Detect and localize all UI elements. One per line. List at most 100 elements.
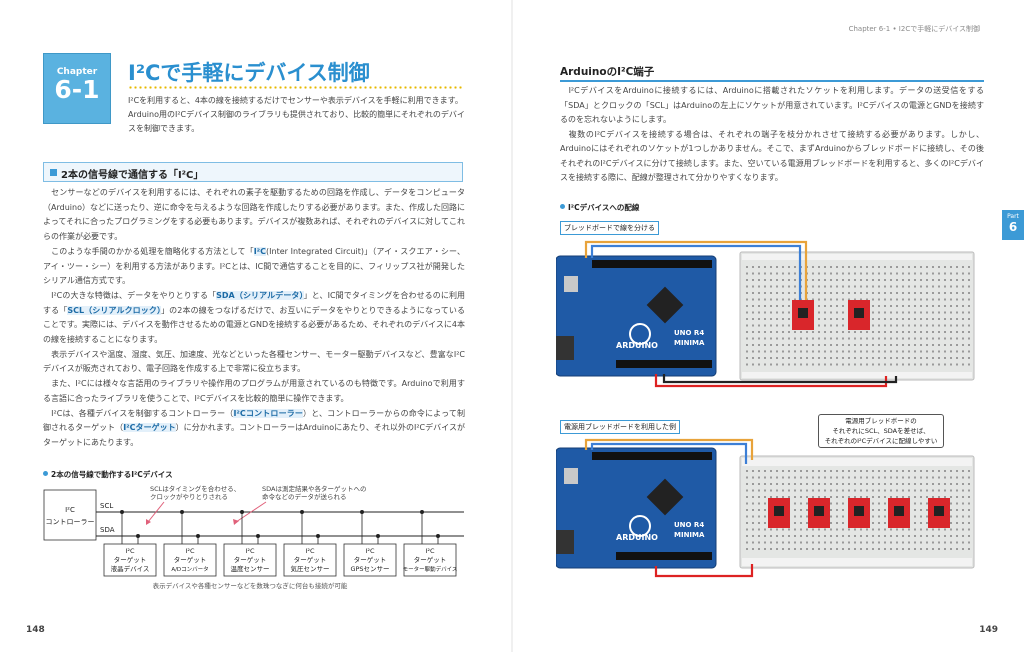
breadboard-hole	[746, 483, 748, 485]
breadboard-hole	[752, 496, 754, 498]
breadboard-hole	[884, 528, 886, 531]
breadboard-hole	[782, 489, 784, 492]
breadboard-hole	[938, 541, 940, 544]
breadboard-hole	[950, 305, 952, 307]
breadboard-hole	[758, 279, 760, 281]
breadboard-hole	[836, 541, 838, 544]
breadboard-hole	[896, 285, 898, 288]
breadboard-hole	[770, 337, 772, 340]
breadboard-hole	[950, 350, 952, 353]
breadboard-hole	[812, 272, 814, 275]
arrow-head-icon	[146, 519, 151, 525]
breadboard-hole	[860, 496, 862, 498]
breadboard-hole	[854, 470, 856, 472]
breadboard-hole	[920, 483, 922, 485]
breadboard-hole	[782, 528, 784, 531]
breadboard-hole	[920, 522, 922, 524]
breadboard-hole	[926, 470, 928, 472]
target-label: 気圧センサー	[291, 564, 330, 573]
breadboard-hole	[830, 318, 832, 320]
breadboard-hole	[950, 266, 952, 268]
breadboard-hole	[848, 285, 850, 288]
breadboard-hole	[758, 311, 760, 314]
breadboard-hole	[962, 476, 964, 479]
breadboard-hole	[854, 476, 856, 479]
breadboard-hole	[824, 324, 826, 327]
board-brand: ARDUINO	[616, 341, 658, 350]
breadboard-hole	[926, 483, 928, 485]
breadboard-hole	[758, 350, 760, 353]
breadboard-hole	[842, 509, 844, 511]
breadboard-hole	[896, 305, 898, 307]
breadboard-hole	[950, 279, 952, 281]
power-jack	[556, 336, 574, 360]
breadboard-hole	[956, 496, 958, 498]
breadboard-hole	[776, 350, 778, 353]
breadboard-hole	[842, 483, 844, 485]
breadboard-hole	[818, 318, 820, 320]
sda-label: SDA	[100, 526, 115, 534]
breadboard-hole	[914, 470, 916, 472]
breadboard-hole	[896, 298, 898, 301]
breadboard-hole	[800, 350, 802, 353]
breadboard-hole	[926, 318, 928, 320]
breadboard-hole	[746, 298, 748, 301]
breadboard-hole	[788, 331, 790, 333]
breadboard-hole	[944, 528, 946, 531]
breadboard-hole	[800, 344, 802, 346]
breadboard-hole	[932, 363, 934, 366]
breadboard-hole	[824, 535, 826, 537]
breadboard-hole	[776, 528, 778, 531]
breadboard-hole	[932, 324, 934, 327]
scl-note-1: SCLはタイミングを合わせる、	[150, 484, 240, 493]
breadboard-hole	[890, 344, 892, 346]
breadboard-hole	[902, 266, 904, 268]
breadboard-hole	[836, 272, 838, 275]
breadboard-hole	[944, 331, 946, 333]
breadboard-hole	[926, 509, 928, 511]
breadboard-hole	[890, 489, 892, 492]
breadboard-hole	[902, 496, 904, 498]
breadboard-hole	[890, 298, 892, 301]
breadboard-hole	[782, 318, 784, 320]
breadboard-hole	[872, 522, 874, 524]
breadboard-hole	[914, 272, 916, 275]
breadboard-hole	[836, 337, 838, 340]
breadboard-hole	[746, 502, 748, 505]
breadboard-hole	[782, 535, 784, 537]
breadboard-hole	[884, 535, 886, 537]
breadboard-hole	[914, 331, 916, 333]
breadboard-hole	[962, 528, 964, 531]
breadboard-hole	[830, 337, 832, 340]
junction-dot-icon	[256, 534, 260, 538]
breadboard-hole	[782, 266, 784, 268]
controller-label-1: I²C	[65, 506, 75, 514]
breadboard-hole	[824, 279, 826, 281]
breadboard-hole	[788, 279, 790, 281]
breadboard-hole	[764, 548, 766, 550]
breadboard-hole	[872, 496, 874, 498]
breadboard-hole	[884, 266, 886, 268]
breadboard-hole	[794, 363, 796, 366]
breadboard-hole	[770, 266, 772, 268]
breadboard-hole	[848, 272, 850, 275]
device-chip	[934, 506, 944, 516]
breadboard-hole	[818, 272, 820, 275]
breadboard-hole	[890, 318, 892, 320]
breadboard-hole	[758, 483, 760, 485]
breadboard-hole	[842, 363, 844, 366]
breadboard-hole	[806, 515, 808, 518]
breadboard-hole	[770, 476, 772, 479]
power-rail	[742, 458, 972, 466]
breadboard-hole	[764, 470, 766, 472]
breadboard-hole	[806, 496, 808, 498]
breadboard-hole	[830, 266, 832, 268]
usb-port	[564, 276, 578, 292]
breadboard-hole	[890, 337, 892, 340]
breadboard-hole	[836, 311, 838, 314]
breadboard-hole	[932, 483, 934, 485]
target-label: ターゲット	[294, 555, 327, 564]
breadboard-hole	[932, 528, 934, 531]
breadboard-hole	[920, 279, 922, 281]
scl-note-arrow	[147, 501, 165, 523]
